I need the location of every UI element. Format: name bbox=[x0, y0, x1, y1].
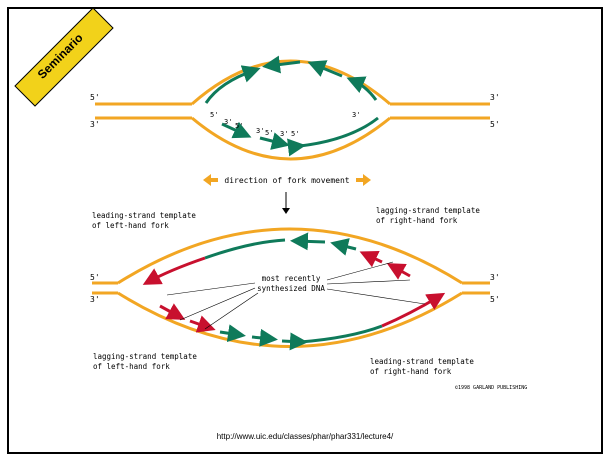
svg-text:3': 3' bbox=[280, 130, 288, 138]
svg-text:3': 3' bbox=[224, 118, 232, 126]
label-right-bottom-2: of right-hand fork bbox=[370, 367, 452, 376]
top-inner-labels: 5' 3' 5' 3' 5' 3' 5' 3' bbox=[210, 111, 360, 138]
right-direction-arrow bbox=[356, 174, 371, 186]
svg-text:5': 5' bbox=[210, 111, 218, 119]
slide-frame bbox=[7, 7, 603, 454]
svg-text:5': 5' bbox=[265, 129, 273, 137]
svg-text:3': 3' bbox=[256, 127, 264, 135]
top-replication-bubble bbox=[95, 59, 490, 161]
svg-text:5': 5' bbox=[90, 93, 100, 102]
bottom-callout-labels: leading-strand template of left-hand for… bbox=[92, 206, 527, 391]
label-left-bottom-1: lagging-strand template bbox=[93, 352, 197, 361]
label-right-top-1: lagging-strand template bbox=[376, 206, 480, 215]
direction-label: direction of fork movement bbox=[224, 176, 349, 185]
top-end-labels: 5' 3' 3' 5' bbox=[90, 93, 500, 129]
label-left-top-1: leading-strand template bbox=[92, 211, 196, 220]
svg-text:3': 3' bbox=[490, 273, 500, 282]
svg-text:3': 3' bbox=[90, 120, 100, 129]
svg-text:3': 3' bbox=[490, 93, 500, 102]
label-center-1: most recently bbox=[262, 274, 321, 283]
leading-strand-right bbox=[299, 324, 383, 344]
label-right-bottom-1: leading-strand template bbox=[370, 357, 474, 366]
bottom-bubble-lower bbox=[117, 291, 463, 348]
label-left-top-2: of left-hand fork bbox=[92, 221, 169, 230]
bottom-bubble-upper bbox=[117, 227, 463, 285]
label-right-top-2: of right-hand fork bbox=[376, 216, 458, 225]
leading-strand-left bbox=[204, 238, 286, 260]
callout-lines bbox=[166, 261, 426, 330]
bottom-end-labels: 5' 3' 3' 5' bbox=[90, 273, 500, 304]
svg-text:5': 5' bbox=[90, 273, 100, 282]
label-center-2: synthesized DNA bbox=[257, 284, 325, 293]
label-left-bottom-2: of left-hand fork bbox=[93, 362, 170, 371]
svg-text:5': 5' bbox=[490, 295, 500, 304]
direction-indicator: direction of fork movement bbox=[203, 174, 371, 214]
left-direction-arrow bbox=[203, 174, 218, 186]
seminario-badge: Seminario bbox=[14, 7, 114, 107]
svg-text:3': 3' bbox=[90, 295, 100, 304]
down-arrow-head bbox=[282, 208, 290, 214]
bottom-new-dna bbox=[142, 232, 446, 351]
copyright: ©1998 GARLAND PUBLISHING bbox=[455, 385, 527, 391]
svg-text:5': 5' bbox=[490, 120, 500, 129]
source-url: http://www.uic.edu/classes/phar/phar331/… bbox=[216, 432, 394, 441]
top-new-dna bbox=[204, 55, 379, 157]
svg-text:3': 3' bbox=[352, 111, 360, 119]
svg-text:5': 5' bbox=[291, 130, 299, 138]
top-bubble-upper bbox=[191, 59, 391, 106]
leading-strand-right-recent bbox=[381, 292, 446, 328]
svg-text:5': 5' bbox=[235, 122, 243, 130]
top-bubble-lower bbox=[191, 116, 391, 161]
leading-strand-left-recent bbox=[142, 256, 206, 285]
